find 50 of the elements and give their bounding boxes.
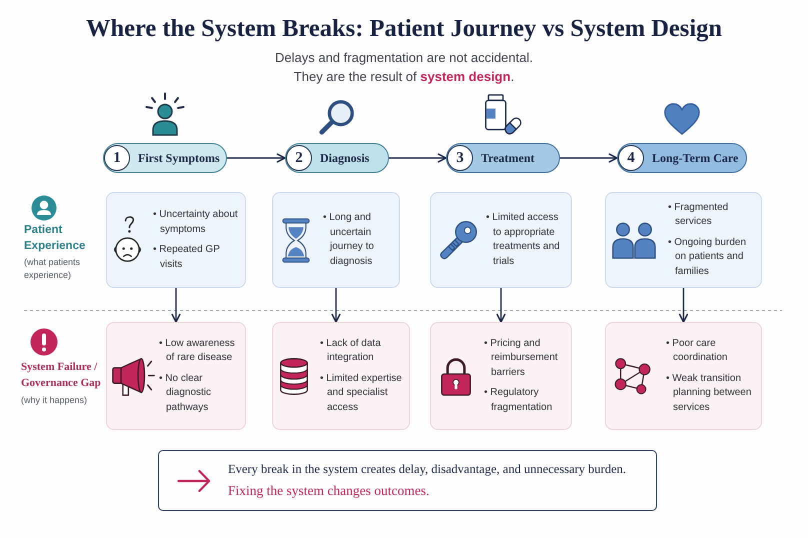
stage-label: Treatment (481, 150, 535, 166)
subtitle: Delays and fragmentation are not accidental. They are the result of system design. (274, 49, 534, 86)
row-note: (why it happens) (21, 394, 88, 407)
bullet-text: • Pricing and reimbursement barriers (484, 336, 559, 380)
bullet-text: • Fragmented services (668, 200, 730, 230)
failure-card (106, 322, 246, 430)
step-number: 1 (104, 145, 130, 171)
summary-text: Every break in the system creates delay, disadvantage, and unnecessary burden. (228, 461, 627, 478)
step-number: 2 (286, 145, 312, 171)
bullet-text: • Uncertainty about symptoms (153, 208, 239, 236)
conclusion-text: Fixing the system changes outcomes. (228, 482, 430, 500)
summary-box (158, 450, 657, 511)
bullet-text: • Long and uncertain journey to diagnosis (323, 211, 375, 268)
bullet-text: • Repeated GP visits (153, 243, 221, 272)
arrow (227, 153, 286, 163)
bullet-text: • Regulatory fragmentation (484, 386, 554, 415)
row-note: (what patients experience) (24, 256, 82, 282)
experience-card (430, 192, 572, 288)
stage-pill (285, 143, 389, 173)
bullet-text: • Poor care coordination (666, 336, 728, 366)
bullet-text: • Limited access to appropriate treatments and trials (486, 211, 561, 268)
step-number: 3 (447, 145, 473, 171)
stage-pill (617, 143, 747, 173)
arrow (496, 288, 506, 323)
experience-card (272, 192, 400, 288)
failure-card (430, 322, 572, 430)
arrow (389, 153, 447, 163)
step-number: 4 (618, 145, 644, 171)
bullet-text: • Lack of data integration (320, 336, 382, 366)
stage-pill (446, 143, 560, 173)
arrow (331, 288, 341, 323)
experience-card (106, 192, 246, 288)
bullet-text: • Low awareness of rare disease (159, 336, 236, 366)
row-heading: System Failure / Governance Gap (21, 360, 102, 391)
arrow (678, 288, 688, 323)
stage-label: Long-Term Care (652, 150, 738, 166)
stage-pill (103, 143, 227, 173)
failure-card (272, 322, 410, 430)
title: Where the System Breaks: Patient Journey vs System Design (84, 14, 724, 44)
failure-card (605, 322, 762, 430)
arrow (560, 153, 618, 163)
stage-label: Diagnosis (320, 150, 370, 166)
row-heading: Patient Experience (24, 223, 86, 254)
bullet-text: • Limited expertise and specialist access (320, 372, 403, 415)
arrow (171, 288, 181, 323)
bullet-text: • Weak transition planning between services (666, 372, 752, 415)
stage-label: First Symptoms (138, 150, 220, 166)
experience-card (605, 192, 762, 288)
bullet-text: • No clear diagnostic pathways (159, 372, 212, 415)
bullet-text: • Ongoing burden on patients and families (668, 236, 748, 279)
